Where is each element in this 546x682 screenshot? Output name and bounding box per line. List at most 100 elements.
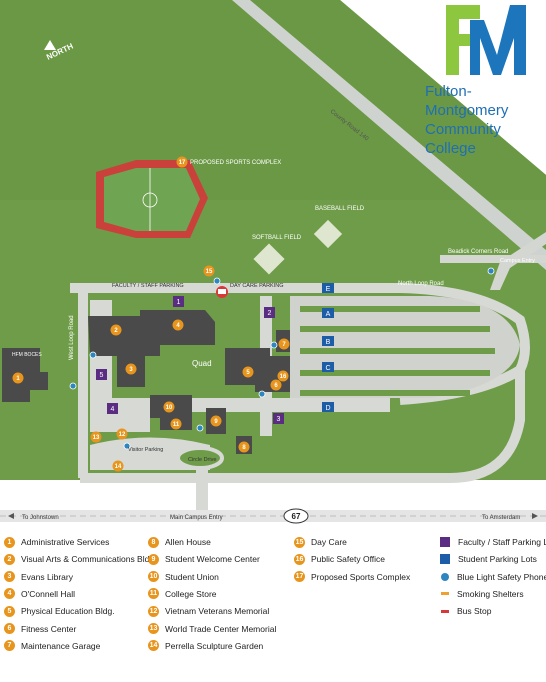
legend-number-marker: 6 — [4, 623, 15, 634]
legend-building-label: Proposed Sports Complex — [311, 571, 411, 582]
softball-field-diamond — [253, 243, 285, 275]
building-7-marker: 7 — [278, 338, 290, 350]
county-road — [232, 0, 546, 270]
staff-lot-5: 5 — [100, 372, 104, 379]
staff-lot-3: 3 — [277, 416, 281, 423]
lot-a: A — [326, 311, 331, 318]
lot-sw — [90, 412, 150, 432]
building-17-marker: 17 — [176, 156, 188, 168]
legend-symbol-purple-square: Faculty / Staff Parking Lots — [440, 536, 546, 548]
west-loop-label: West Loop Road — [69, 315, 75, 360]
circle-drive-label: Circle Drive — [188, 457, 216, 463]
to-johnstown-label: To Johnstown — [22, 515, 59, 521]
main-entry-road — [196, 470, 208, 510]
south-loop-label: South Loop Road — [368, 489, 415, 495]
quad-label: Quad — [192, 359, 212, 368]
building-13-marker: 13 — [90, 431, 102, 443]
staff-lot-4: 4 — [111, 406, 115, 413]
to-amsterdam-label: To Amsterdam — [482, 515, 520, 521]
legend-number-marker: 12 — [148, 605, 159, 617]
lot-e: E — [326, 286, 331, 293]
legend-building-label: Maintenance Garage — [21, 640, 101, 651]
legend-symbol-label: Student Parking Lots — [458, 554, 537, 565]
legend-number-marker: 2 — [4, 553, 15, 565]
blue-dot-icon — [441, 572, 449, 581]
legend-number-marker: 4 — [4, 588, 15, 600]
legend-number-marker: 7 — [4, 640, 15, 652]
college-name-line2: Community College — [425, 121, 501, 157]
legend-number-marker: 1 — [4, 536, 15, 548]
legend-building-label: Perrella Sculpture Garden — [165, 640, 264, 651]
svg-text:1: 1 — [16, 376, 20, 382]
buildings — [88, 310, 290, 454]
building-8-marker: 8 — [238, 441, 250, 453]
legend-symbol-blue-square: Student Parking Lots — [440, 553, 537, 565]
legend-number-marker: 8 — [148, 536, 159, 548]
beadick-road-label: Beadick Corners Road — [448, 249, 508, 255]
faculty-parking-label: FACULTY / STAFF PARKING — [112, 283, 184, 289]
legend-building-7: 7 Maintenance Garage — [4, 640, 100, 652]
campus-road-h1 — [90, 398, 390, 412]
softball-label: SOFTBALL FIELD — [252, 235, 302, 241]
svg-text:11: 11 — [173, 422, 180, 428]
legend-building-label: Physical Education Bldg. — [21, 606, 115, 617]
legend-building-label: Administrative Services — [21, 537, 110, 547]
legend-building-8: 8 Allen House — [148, 536, 211, 548]
legend-building-label: Student Welcome Center — [165, 554, 260, 565]
student-lots: E A B C D — [322, 283, 334, 412]
svg-text:3: 3 — [129, 367, 133, 373]
legend-building-label: Allen House — [165, 537, 211, 547]
hfm-boces-label: HFM BOCES — [12, 352, 42, 358]
staff-lot-2: 2 — [268, 310, 272, 317]
west-loop-road — [78, 288, 88, 478]
staff-lot-1: 1 — [177, 299, 181, 306]
svg-text:7: 7 — [282, 342, 286, 348]
lot-d: D — [325, 405, 330, 412]
hfm-boces-building — [2, 348, 48, 402]
north-loop-label: North Loop Road — [398, 281, 444, 287]
building-9-marker: 9 — [210, 415, 222, 427]
svg-text:14: 14 — [115, 464, 122, 470]
campus-entry-top-label: Campus Entry — [500, 258, 535, 264]
legend-building-label: World Trade Center Memorial — [165, 623, 277, 634]
left-arrow-icon — [8, 513, 14, 519]
staff-lots: 1 2 3 4 5 — [96, 296, 284, 424]
building-4-marker: 4 — [172, 319, 184, 331]
campus-map: NORTH E A B C D 1 2 3 4 5 1 2 3 4 5 6 7 … — [0, 0, 546, 524]
blue-square-icon — [440, 554, 450, 565]
legend-number-marker: 14 — [148, 640, 159, 652]
parking-islands — [300, 306, 495, 396]
svg-text:17: 17 — [179, 160, 186, 166]
legend-building-label: Fitness Center — [21, 623, 77, 634]
svg-text:4: 4 — [176, 323, 180, 329]
lot-b: B — [326, 339, 331, 346]
svg-text:10: 10 — [166, 405, 173, 411]
legend-number-marker: 16 — [294, 553, 305, 565]
building-15-marker: 15 — [203, 265, 215, 277]
sports-complex-field — [104, 168, 200, 231]
legend-building-14: 14 Perrella Sculpture Garden — [148, 640, 263, 652]
lot-c: C — [325, 365, 330, 372]
college-name-line1: Fulton-Montgomery — [425, 83, 509, 119]
building-3-marker: 3 — [125, 363, 137, 375]
svg-text:5: 5 — [246, 370, 250, 376]
svg-text:2: 2 — [114, 328, 118, 334]
building-14-marker: 14 — [112, 460, 124, 472]
building-10-marker: 10 — [163, 401, 175, 413]
legend-symbol-blue-dot: Blue Light Safety Phones — [440, 571, 546, 583]
svg-text:16: 16 — [280, 374, 287, 380]
proposed-complex-label: PROPOSED SPORTS COMPLEX — [190, 160, 281, 166]
legend-building-6: 6 Fitness Center — [4, 623, 76, 635]
legend-symbol-orange-bar: Smoking Shelters — [440, 588, 524, 600]
college-name: Fulton-Montgomery Community College — [425, 82, 546, 158]
legend-number-marker: 3 — [4, 571, 15, 583]
legend-number-marker: 17 — [294, 571, 305, 583]
legend-symbol-label: Blue Light Safety Phones — [457, 571, 546, 582]
day-care-parking-label: DAY CARE PARKING — [230, 283, 284, 289]
svg-text:6: 6 — [274, 383, 278, 389]
red-bar-icon — [441, 609, 449, 613]
